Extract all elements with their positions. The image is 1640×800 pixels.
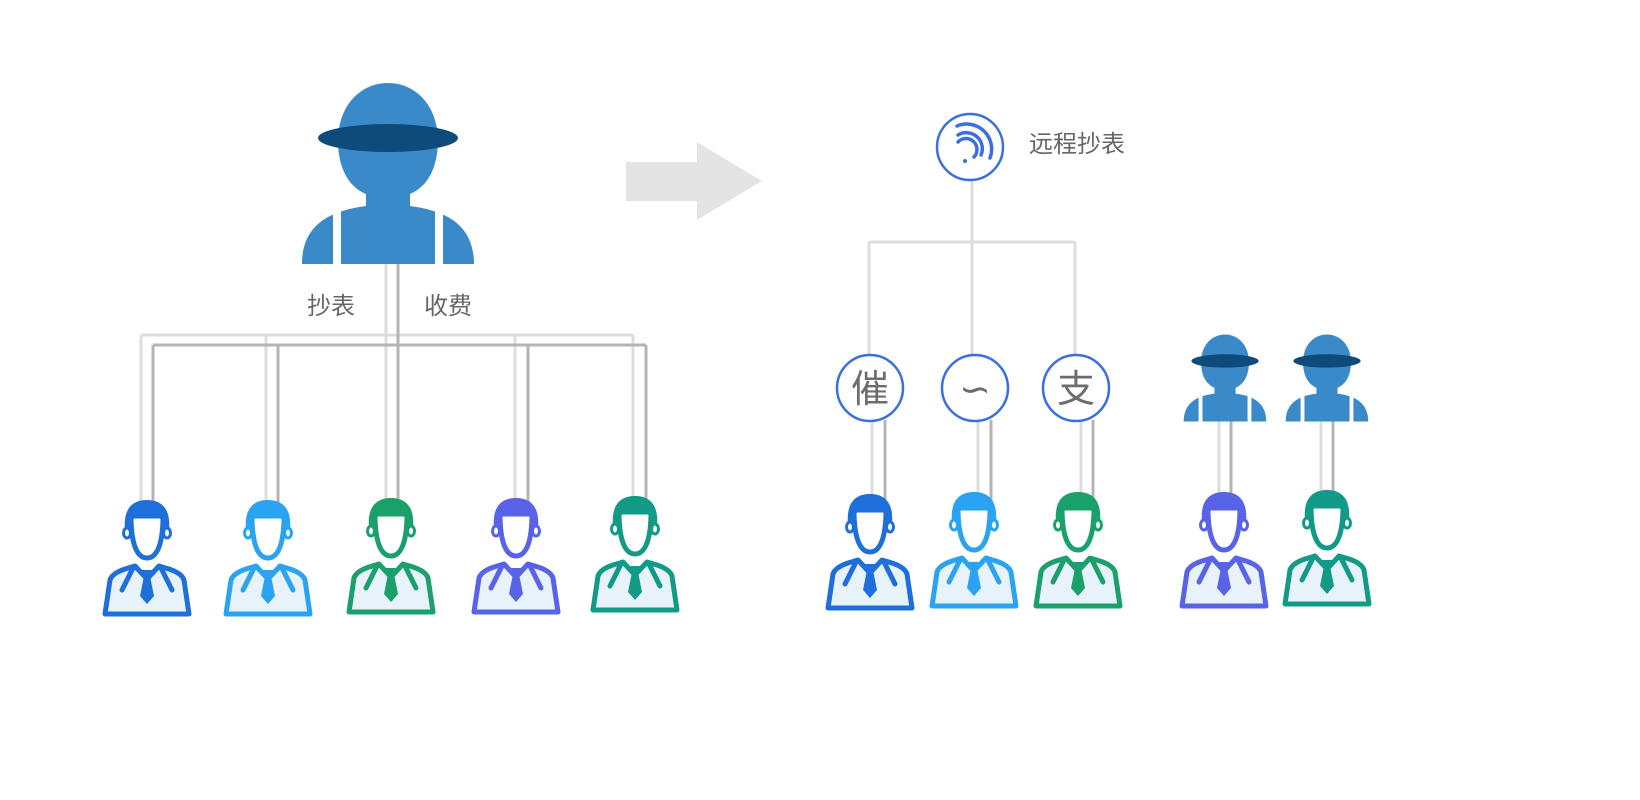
resident-icon: [593, 496, 677, 610]
small-worker-icon: [1285, 334, 1369, 423]
left-connector-lines: [139, 264, 648, 516]
remote-reading-node: [935, 112, 1005, 182]
service-node-pay: 支: [1041, 353, 1111, 423]
fee-collection-label: 收费: [424, 292, 472, 320]
resident-icon: [932, 492, 1016, 606]
meter-reading-label: 抄表: [307, 292, 355, 320]
resident-icon: [474, 498, 558, 612]
left-residents: [105, 496, 677, 614]
resident-icon: [828, 494, 912, 608]
resident-icon: [1182, 492, 1266, 606]
wifi-icon: [955, 122, 994, 163]
right-residents: [828, 490, 1369, 608]
resident-icon: [349, 498, 433, 612]
right-arrow-icon: [626, 142, 762, 220]
service-node-link: ∽: [940, 353, 1010, 423]
pay-glyph: 支: [1057, 367, 1095, 411]
service-node-urge: 催: [835, 353, 905, 423]
right-connector-lines: [867, 180, 1335, 516]
resident-icon: [226, 500, 310, 614]
resident-icon: [1036, 492, 1120, 606]
meter-worker-icon: [302, 83, 474, 266]
remote-reading-label: 远程抄表: [1029, 130, 1125, 158]
small-worker-icon: [1183, 334, 1267, 423]
resident-icon: [105, 500, 189, 614]
urge-glyph: 催: [851, 367, 889, 411]
resident-icon: [1285, 490, 1369, 604]
link-glyph: ∽: [959, 367, 991, 411]
